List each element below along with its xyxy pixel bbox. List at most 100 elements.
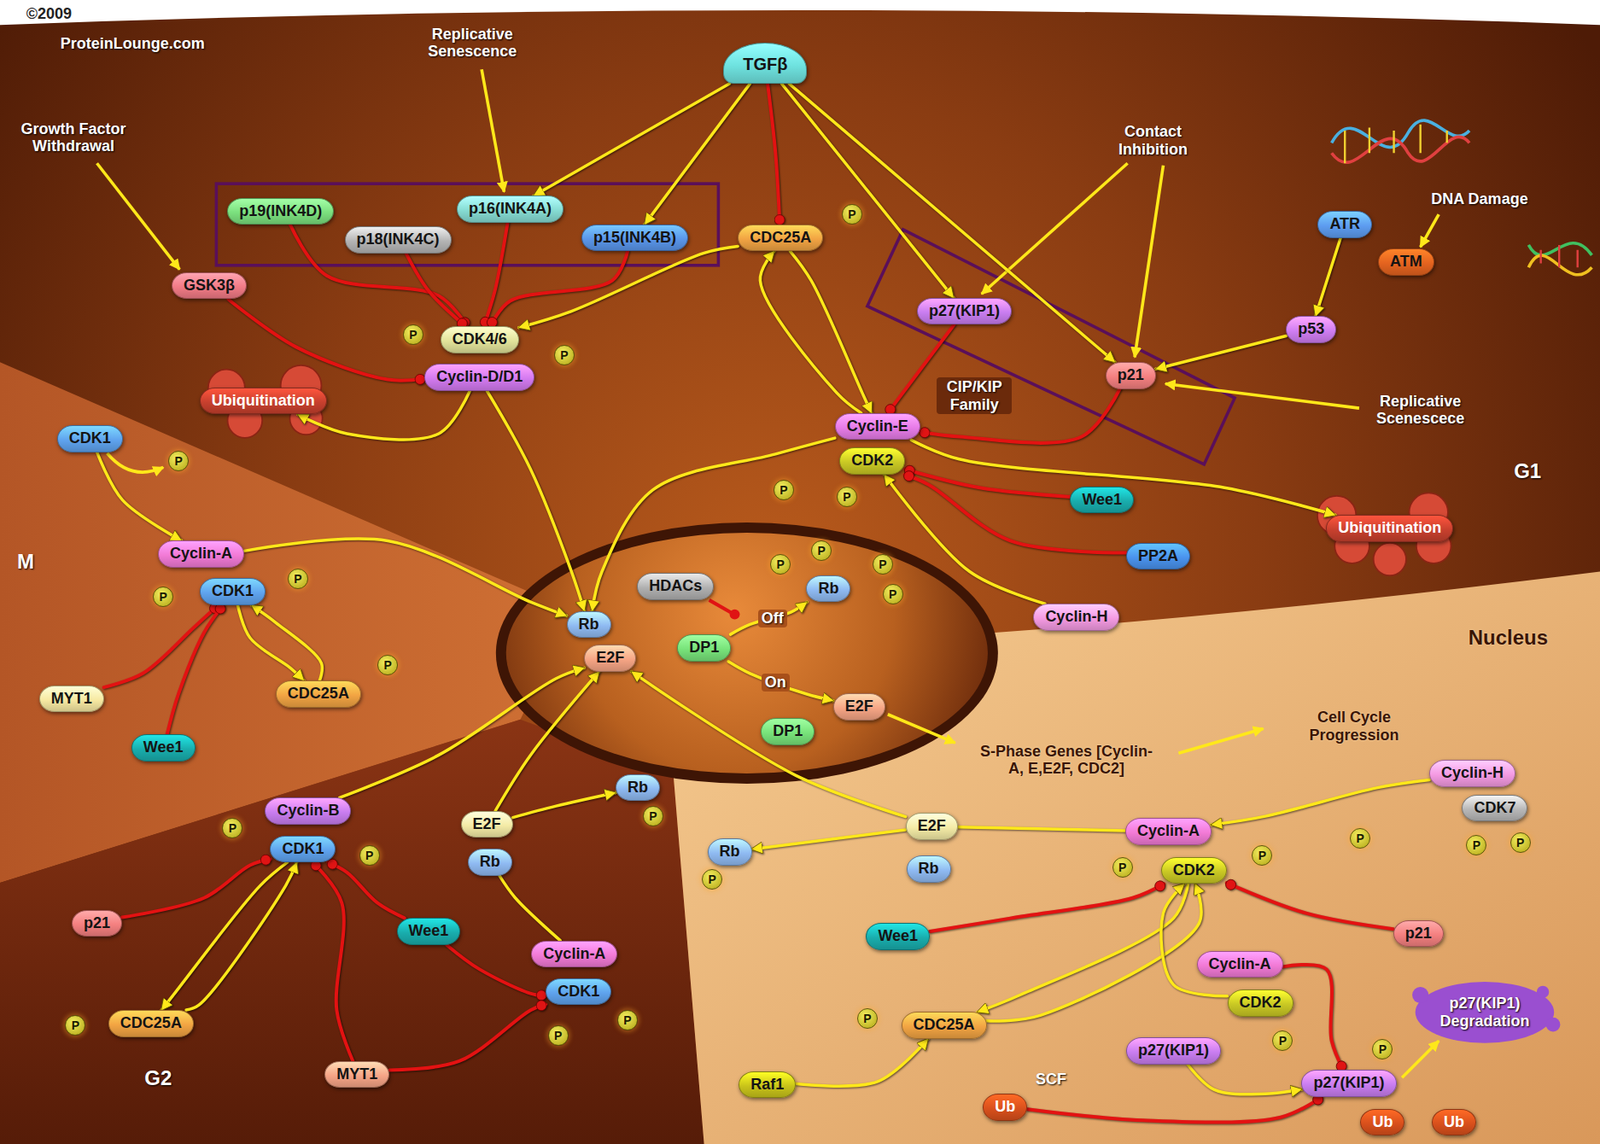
activation-arrow xyxy=(644,83,750,225)
node-label: CDK1 xyxy=(281,840,324,859)
phosphate-mark: P xyxy=(841,204,863,225)
nucleus xyxy=(506,532,988,774)
node-label: CDK2 xyxy=(1239,993,1282,1013)
node-label: Rb xyxy=(719,842,741,862)
protein-node: CDK1 xyxy=(269,835,336,864)
cytoplasm xyxy=(0,10,1600,1144)
node-label: Ub xyxy=(1443,1113,1465,1133)
phosphate-mark: P xyxy=(872,554,894,575)
activation-arrow xyxy=(161,862,287,1011)
phosphate-mark: P xyxy=(1372,1039,1393,1060)
activation-arrow xyxy=(795,1039,929,1087)
phosphate-mark: P xyxy=(548,1025,569,1046)
annotation: p27(KIP1) Degradation xyxy=(1429,994,1541,1030)
protein-node: Rb xyxy=(615,774,660,802)
node-label: ATR xyxy=(1329,215,1361,234)
protein-node: Cyclin-A xyxy=(157,540,245,568)
activation-arrow xyxy=(790,251,872,414)
activation-arrow xyxy=(592,437,836,612)
edge-label: Off xyxy=(758,609,788,628)
edge-label: On xyxy=(761,673,790,692)
protein-node: CDK2 xyxy=(839,447,906,475)
node-label: p21 xyxy=(1117,366,1145,386)
protein-node: Ubiquitination xyxy=(199,387,328,415)
inhibition-line xyxy=(327,862,404,918)
protein-node: MYT1 xyxy=(39,685,105,713)
protein-node: CDC25A xyxy=(737,224,824,252)
activation-arrow xyxy=(499,875,561,941)
annotation: S-Phase Genes [Cyclin-A, E,E2F, CDC2] xyxy=(974,742,1158,778)
inhibition-line xyxy=(312,862,353,1062)
node-label: MYT1 xyxy=(51,689,93,709)
protein-node: Cyclin-A xyxy=(1125,817,1212,846)
node-label: Cyclin-E xyxy=(846,417,909,437)
phosphate-mark: P xyxy=(617,1010,638,1031)
protein-node: Wee1 xyxy=(131,734,196,762)
node-label: TGFβ xyxy=(742,53,788,75)
annotation: ProteinLounge.com xyxy=(60,35,205,53)
activation-arrow xyxy=(244,538,567,616)
inhibition-line xyxy=(406,253,467,328)
protein-node: Wee1 xyxy=(1069,486,1134,514)
node-label: CDC25A xyxy=(120,1014,182,1034)
node-label: Cyclin-D/D1 xyxy=(436,367,523,387)
activation-arrow xyxy=(1161,883,1227,996)
node-label: Raf1 xyxy=(750,1075,784,1095)
annotation: CIP/KIP Family xyxy=(936,377,1012,415)
protein-node: CDK4/6 xyxy=(440,326,520,354)
protein-node: CDK1 xyxy=(199,578,266,606)
node-label: Ub xyxy=(994,1097,1016,1117)
node-label: E2F xyxy=(472,815,502,835)
protein-node: CDK1 xyxy=(57,425,123,453)
node-label: GSK3β xyxy=(183,276,235,296)
protein-node: Ub xyxy=(982,1093,1028,1122)
protein-node: p18(INK4C) xyxy=(344,226,452,254)
annotation: Growth Factor Withdrawal xyxy=(13,120,134,156)
node-label: p19(INK4D) xyxy=(239,202,322,222)
phosphate-mark: P xyxy=(1112,857,1133,878)
node-label: Rb xyxy=(817,579,839,599)
inhibition-line xyxy=(1226,882,1394,929)
protein-node: Ub xyxy=(1431,1109,1477,1137)
protein-node: Cyclin-E xyxy=(835,413,921,441)
protein-node: Ubiquitination xyxy=(1325,514,1454,543)
inhibition-line xyxy=(122,858,270,917)
activation-arrow xyxy=(730,601,807,635)
ubiquitin-blobs xyxy=(208,365,1452,576)
node-label: p18(INK4C) xyxy=(356,230,440,250)
protein-node: p16(INK4A) xyxy=(456,195,564,223)
nucleus-rim xyxy=(496,522,999,784)
node-label: p15(INK4B) xyxy=(593,228,677,248)
node-label: Wee1 xyxy=(143,738,184,758)
protein-node: Wee1 xyxy=(865,922,930,951)
node-label: Cyclin-H xyxy=(1045,607,1108,627)
annotation: DNA Damage xyxy=(1430,190,1528,209)
node-label: Cyclin-A xyxy=(1137,822,1200,841)
node-label: Wee1 xyxy=(408,922,450,941)
node-label: CDC25A xyxy=(913,1016,976,1035)
phosphate-mark: P xyxy=(811,540,832,561)
node-label: PP2A xyxy=(1138,547,1179,567)
annotation: M xyxy=(17,549,35,574)
protein-node: Cyclin-H xyxy=(1033,603,1120,631)
node-label: CDK4/6 xyxy=(452,330,508,350)
node-label: p27(KIP1) xyxy=(1138,1041,1209,1061)
protein-node: CDK2 xyxy=(1227,989,1294,1017)
phosphate-mark: P xyxy=(642,805,664,827)
protein-node: CDK1 xyxy=(545,978,612,1006)
phosphate-mark: P xyxy=(64,1015,86,1036)
node-label: CDK2 xyxy=(1173,861,1215,881)
node-label: Rb xyxy=(627,778,649,798)
phosphate-mark: P xyxy=(770,554,791,575)
phosphate-mark: P xyxy=(1510,832,1531,853)
phosphate-mark: P xyxy=(1272,1030,1293,1052)
protein-node: Ub xyxy=(1360,1109,1405,1137)
annotation: Contact Inhibition xyxy=(1110,122,1197,158)
phosphate-mark: P xyxy=(836,486,858,508)
node-label: HDACs xyxy=(648,577,702,596)
protein-node: ATR xyxy=(1317,210,1373,239)
activation-arrow xyxy=(486,391,584,612)
phosphate-mark: P xyxy=(287,568,309,590)
